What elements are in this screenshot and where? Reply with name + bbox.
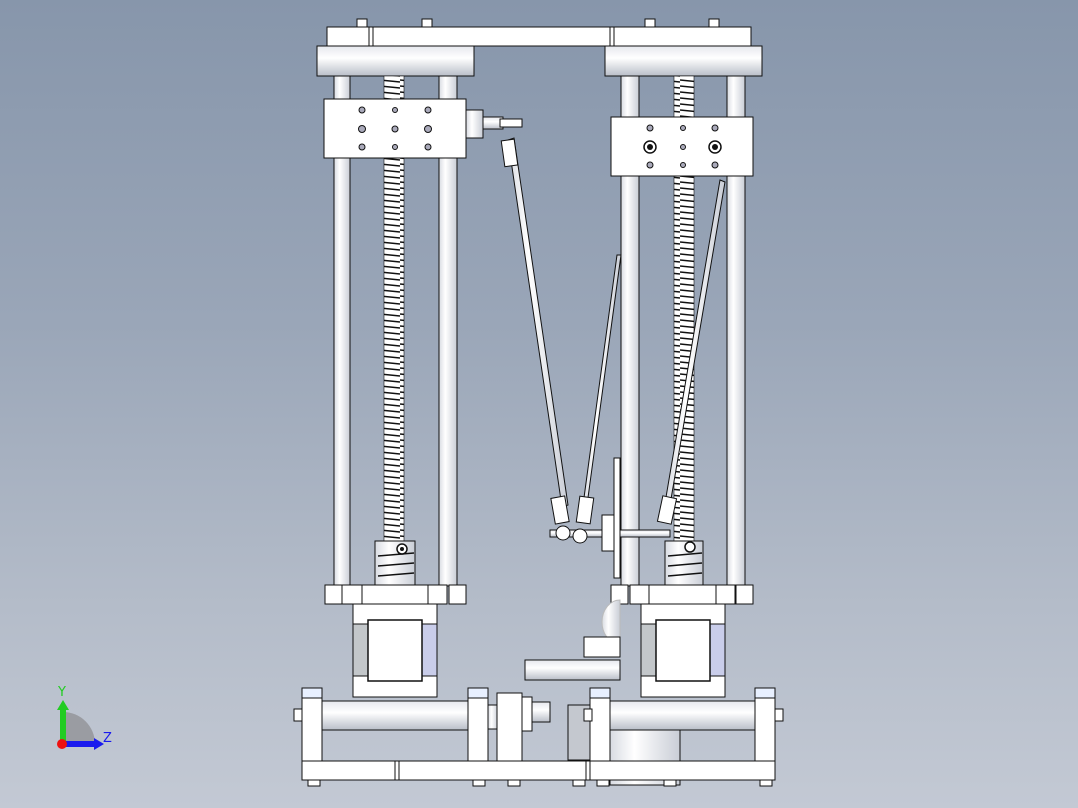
right-carriage <box>610 116 754 177</box>
left-carriage <box>323 98 523 159</box>
axis-triad[interactable]: Y Z <box>50 686 120 756</box>
delta-linkage <box>500 137 726 579</box>
triad-axes-icon <box>57 700 104 750</box>
right-stepper-motor <box>640 603 726 698</box>
left-tower <box>323 75 523 698</box>
y-axis-label: Y <box>58 685 66 700</box>
top-frame <box>316 18 763 77</box>
z-axis-label: Z <box>103 731 112 746</box>
right-tower <box>610 75 754 698</box>
base-frame <box>293 687 784 787</box>
left-stepper-motor <box>352 603 438 698</box>
